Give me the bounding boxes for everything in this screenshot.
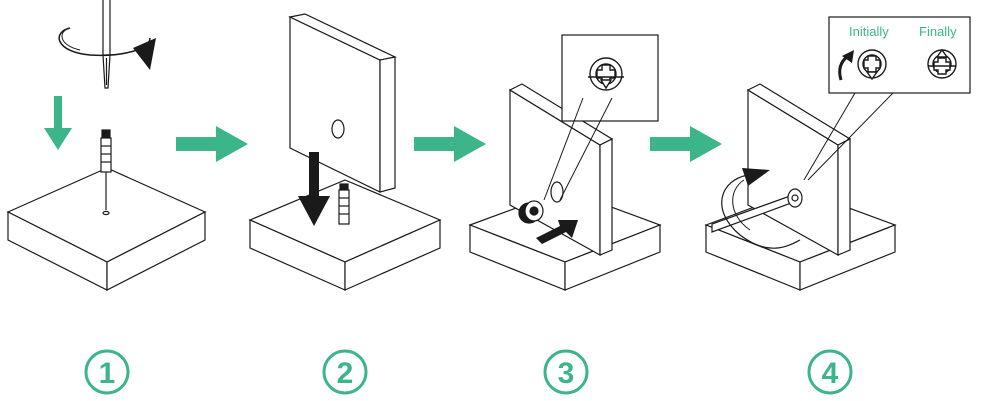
step-1-illustration: [8, 0, 205, 290]
step-number-3-text: 3: [558, 357, 575, 390]
step-number-2: 2: [324, 351, 366, 393]
screwdriver: [103, 0, 110, 88]
dowel-bolt: [339, 184, 349, 224]
flow-arrow-3: [650, 126, 722, 162]
cam-lock-final-icon: [928, 50, 956, 78]
panel-2: [290, 14, 395, 192]
finally-label: Finally: [919, 24, 957, 39]
down-arrow-icon: [44, 96, 72, 150]
flow-arrow-1: [176, 126, 248, 162]
step-number-1-text: 1: [99, 357, 116, 390]
step-number-1: 1: [86, 351, 128, 393]
step-4-illustration: Initially Finally: [706, 17, 970, 290]
step-number-4-text: 4: [822, 357, 839, 390]
step-2-illustration: [250, 14, 440, 290]
step-number-2-text: 2: [337, 357, 354, 390]
step-number-3: 3: [545, 351, 587, 393]
cam-lock-initial-icon: [858, 50, 886, 79]
step-number-4: 4: [809, 351, 851, 393]
initially-label: Initially: [849, 24, 889, 39]
step-3-illustration: [470, 35, 660, 290]
flow-arrow-2: [414, 126, 486, 162]
